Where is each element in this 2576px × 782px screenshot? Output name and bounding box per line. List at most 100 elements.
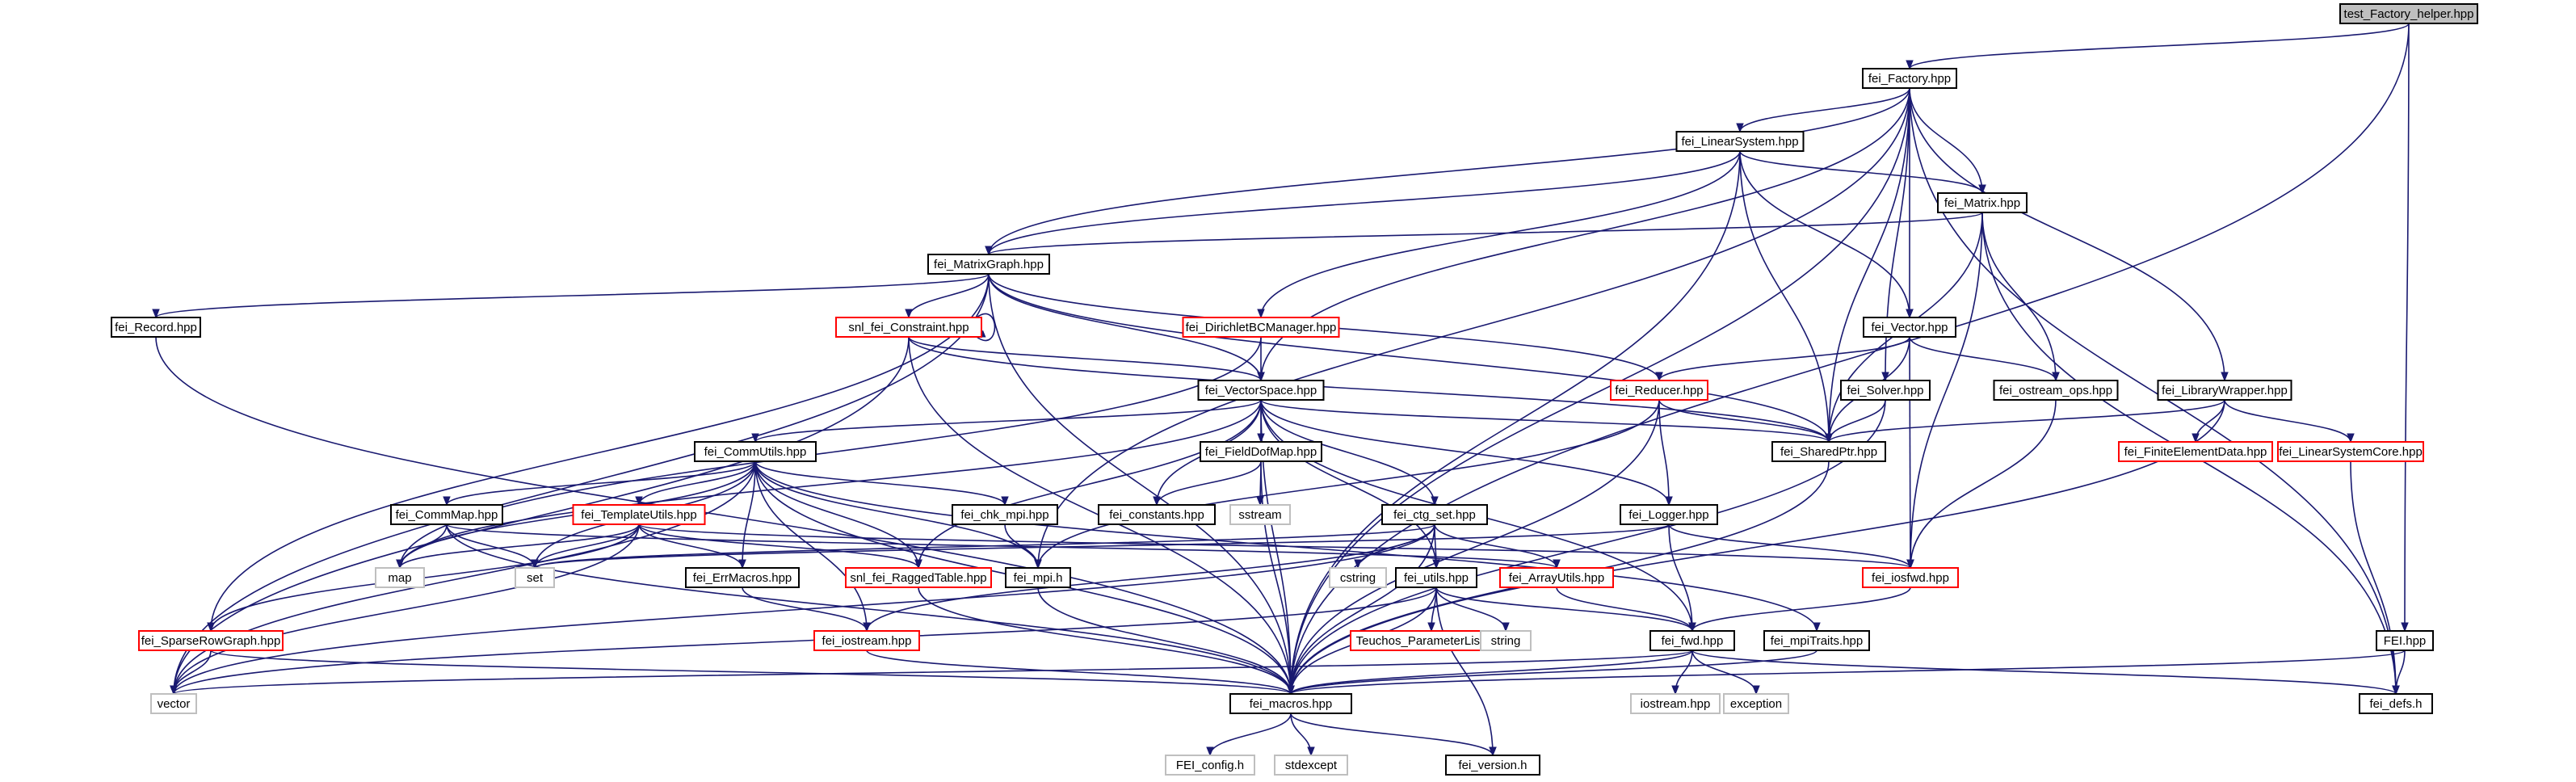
node-exception[interactable]: exception bbox=[1723, 693, 1789, 714]
node-box-feih[interactable] bbox=[2376, 630, 2434, 651]
node-box-linsys[interactable] bbox=[1675, 131, 1805, 152]
node-defs[interactable]: fei_defs.h bbox=[2359, 693, 2433, 714]
node-box-errmacros[interactable] bbox=[685, 567, 800, 588]
node-box-matrixgraph[interactable] bbox=[927, 254, 1050, 275]
node-sharedptr[interactable]: fei_SharedPtr.hpp bbox=[1771, 441, 1886, 462]
node-ctgset[interactable]: fei_ctg_set.hpp bbox=[1381, 504, 1488, 525]
node-version[interactable]: fei_version.h bbox=[1445, 755, 1540, 776]
node-box-mpitraits[interactable] bbox=[1763, 630, 1870, 651]
node-box-record[interactable] bbox=[111, 317, 201, 338]
node-record[interactable]: fei_Record.hpp bbox=[111, 317, 201, 338]
node-root[interactable]: test_Factory_helper.hpp bbox=[2339, 3, 2478, 24]
node-iostreamhpp[interactable]: iostream.hpp bbox=[1630, 693, 1721, 714]
node-reducer[interactable]: fei_Reducer.hpp bbox=[1610, 380, 1708, 401]
node-fwd[interactable]: fei_fwd.hpp bbox=[1649, 630, 1735, 651]
node-lscore[interactable]: fei_LinearSystemCore.hpp bbox=[2277, 441, 2424, 462]
node-box-fielddof[interactable] bbox=[1200, 441, 1322, 462]
node-box-iosfwd[interactable] bbox=[1862, 567, 1959, 588]
node-linsys[interactable]: fei_LinearSystem.hpp bbox=[1675, 131, 1805, 152]
node-vector[interactable]: fei_Vector.hpp bbox=[1863, 317, 1956, 338]
node-box-reducer[interactable] bbox=[1610, 380, 1708, 401]
node-fedata[interactable]: fei_FiniteElementData.hpp bbox=[2118, 441, 2273, 462]
node-matrix[interactable]: fei_Matrix.hpp bbox=[1937, 192, 2028, 213]
node-box-string[interactable] bbox=[1480, 630, 1532, 651]
node-libwrapper[interactable]: fei_LibraryWrapper.hpp bbox=[2157, 380, 2292, 401]
node-label-feiconfig: FEI_config.h bbox=[1176, 759, 1244, 772]
node-box-raggedtable[interactable] bbox=[845, 567, 992, 588]
node-commutils[interactable]: fei_CommUtils.hpp bbox=[694, 441, 817, 462]
node-box-defs[interactable] bbox=[2359, 693, 2433, 714]
node-box-commutils[interactable] bbox=[694, 441, 817, 462]
node-box-arrayutils[interactable] bbox=[1499, 567, 1614, 588]
node-box-utils[interactable] bbox=[1395, 567, 1477, 588]
node-box-solver[interactable] bbox=[1840, 380, 1931, 401]
node-vectorstd[interactable]: vector bbox=[150, 693, 197, 714]
node-box-set[interactable] bbox=[515, 567, 555, 588]
node-mpih[interactable]: fei_mpi.h bbox=[1005, 567, 1071, 588]
node-box-iostreamhpp[interactable] bbox=[1630, 693, 1721, 714]
node-box-feiconfig[interactable] bbox=[1165, 755, 1255, 776]
node-box-vectorspace[interactable] bbox=[1197, 380, 1325, 401]
node-box-factory[interactable] bbox=[1862, 68, 1957, 89]
node-string[interactable]: string bbox=[1480, 630, 1532, 651]
node-box-root[interactable] bbox=[2339, 3, 2478, 24]
node-fielddof[interactable]: fei_FieldDofMap.hpp bbox=[1200, 441, 1322, 462]
node-box-chkmpi[interactable] bbox=[952, 504, 1058, 525]
node-box-templateutils[interactable] bbox=[572, 504, 706, 525]
node-box-ctgset[interactable] bbox=[1381, 504, 1488, 525]
node-templateutils[interactable]: fei_TemplateUtils.hpp bbox=[572, 504, 706, 525]
node-sparserow[interactable]: fei_SparseRowGraph.hpp bbox=[138, 630, 284, 651]
node-vectorspace[interactable]: fei_VectorSpace.hpp bbox=[1197, 380, 1325, 401]
node-box-dirichlet[interactable] bbox=[1182, 317, 1340, 338]
node-arrayutils[interactable]: fei_ArrayUtils.hpp bbox=[1499, 567, 1614, 588]
node-box-vectorstd[interactable] bbox=[150, 693, 197, 714]
node-box-matrix[interactable] bbox=[1937, 192, 2028, 213]
node-matrixgraph[interactable]: fei_MatrixGraph.hpp bbox=[927, 254, 1050, 275]
node-utils[interactable]: fei_utils.hpp bbox=[1395, 567, 1477, 588]
node-cstring[interactable]: cstring bbox=[1329, 567, 1387, 588]
node-box-lscore[interactable] bbox=[2277, 441, 2424, 462]
node-errmacros[interactable]: fei_ErrMacros.hpp bbox=[685, 567, 800, 588]
node-constants[interactable]: fei_constants.hpp bbox=[1098, 504, 1216, 525]
node-commmap[interactable]: fei_CommMap.hpp bbox=[390, 504, 503, 525]
node-box-sharedptr[interactable] bbox=[1771, 441, 1886, 462]
node-box-cstring[interactable] bbox=[1329, 567, 1387, 588]
node-stdexcept[interactable]: stdexcept bbox=[1274, 755, 1348, 776]
node-ostreamops[interactable]: fei_ostream_ops.hpp bbox=[1993, 380, 2119, 401]
node-box-commmap[interactable] bbox=[390, 504, 503, 525]
node-box-mpih[interactable] bbox=[1005, 567, 1071, 588]
node-macros[interactable]: fei_macros.hpp bbox=[1229, 693, 1352, 714]
node-logger[interactable]: fei_Logger.hpp bbox=[1620, 504, 1718, 525]
node-box-ostreamops[interactable] bbox=[1993, 380, 2119, 401]
node-iostream[interactable]: fei_iostream.hpp bbox=[813, 630, 920, 651]
node-box-macros[interactable] bbox=[1229, 693, 1352, 714]
node-box-logger[interactable] bbox=[1620, 504, 1718, 525]
node-chkmpi[interactable]: fei_chk_mpi.hpp bbox=[952, 504, 1058, 525]
node-iosfwd[interactable]: fei_iosfwd.hpp bbox=[1862, 567, 1959, 588]
node-box-fwd[interactable] bbox=[1649, 630, 1735, 651]
node-map[interactable]: map bbox=[375, 567, 425, 588]
node-mpitraits[interactable]: fei_mpiTraits.hpp bbox=[1763, 630, 1870, 651]
node-dirichlet[interactable]: fei_DirichletBCManager.hpp bbox=[1182, 317, 1340, 338]
node-set[interactable]: set bbox=[515, 567, 555, 588]
node-label-sharedptr: fei_SharedPtr.hpp bbox=[1780, 445, 1877, 459]
node-box-sparserow[interactable] bbox=[138, 630, 284, 651]
node-box-iostream[interactable] bbox=[813, 630, 920, 651]
node-raggedtable[interactable]: snl_fei_RaggedTable.hpp bbox=[845, 567, 992, 588]
node-feiconfig[interactable]: FEI_config.h bbox=[1165, 755, 1255, 776]
node-box-map[interactable] bbox=[375, 567, 425, 588]
node-box-vector[interactable] bbox=[1863, 317, 1956, 338]
node-box-exception[interactable] bbox=[1723, 693, 1789, 714]
node-factory[interactable]: fei_Factory.hpp bbox=[1862, 68, 1957, 89]
node-feih[interactable]: FEI.hpp bbox=[2376, 630, 2434, 651]
node-box-constants[interactable] bbox=[1098, 504, 1216, 525]
node-box-version[interactable] bbox=[1445, 755, 1540, 776]
node-box-sstream[interactable] bbox=[1229, 504, 1291, 525]
node-box-fedata[interactable] bbox=[2118, 441, 2273, 462]
node-box-libwrapper[interactable] bbox=[2157, 380, 2292, 401]
node-constraint[interactable]: snl_fei_Constraint.hpp bbox=[835, 317, 982, 338]
node-solver[interactable]: fei_Solver.hpp bbox=[1840, 380, 1931, 401]
node-box-constraint[interactable] bbox=[835, 317, 982, 338]
node-sstream[interactable]: sstream bbox=[1229, 504, 1291, 525]
node-box-stdexcept[interactable] bbox=[1274, 755, 1348, 776]
